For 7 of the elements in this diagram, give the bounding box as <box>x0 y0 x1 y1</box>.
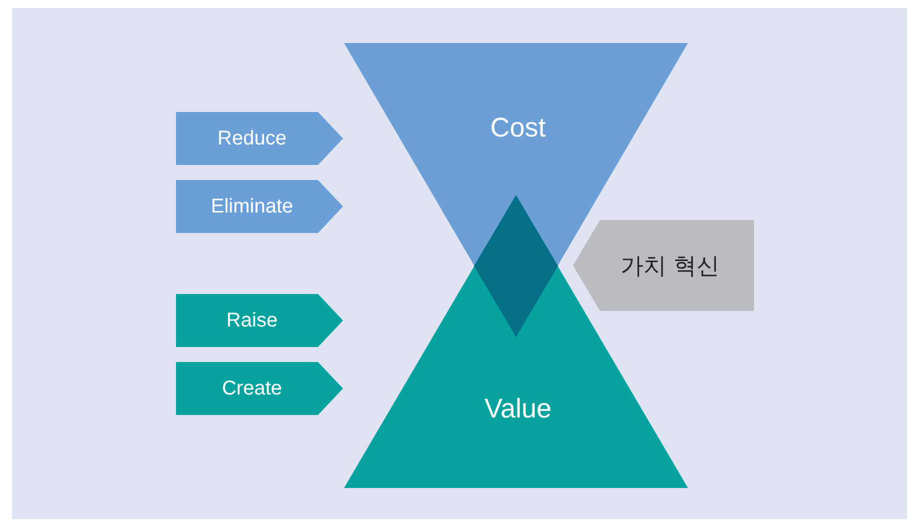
triangle-label: Value <box>484 394 552 424</box>
tag-label: Raise <box>226 310 278 332</box>
triangle-label: Cost <box>490 112 546 144</box>
tag-label: Eliminate <box>210 196 294 218</box>
tag-label: Reduce <box>218 128 286 150</box>
tag-label: 가치 혁신 <box>620 252 720 282</box>
tag-label: Create <box>222 378 282 400</box>
